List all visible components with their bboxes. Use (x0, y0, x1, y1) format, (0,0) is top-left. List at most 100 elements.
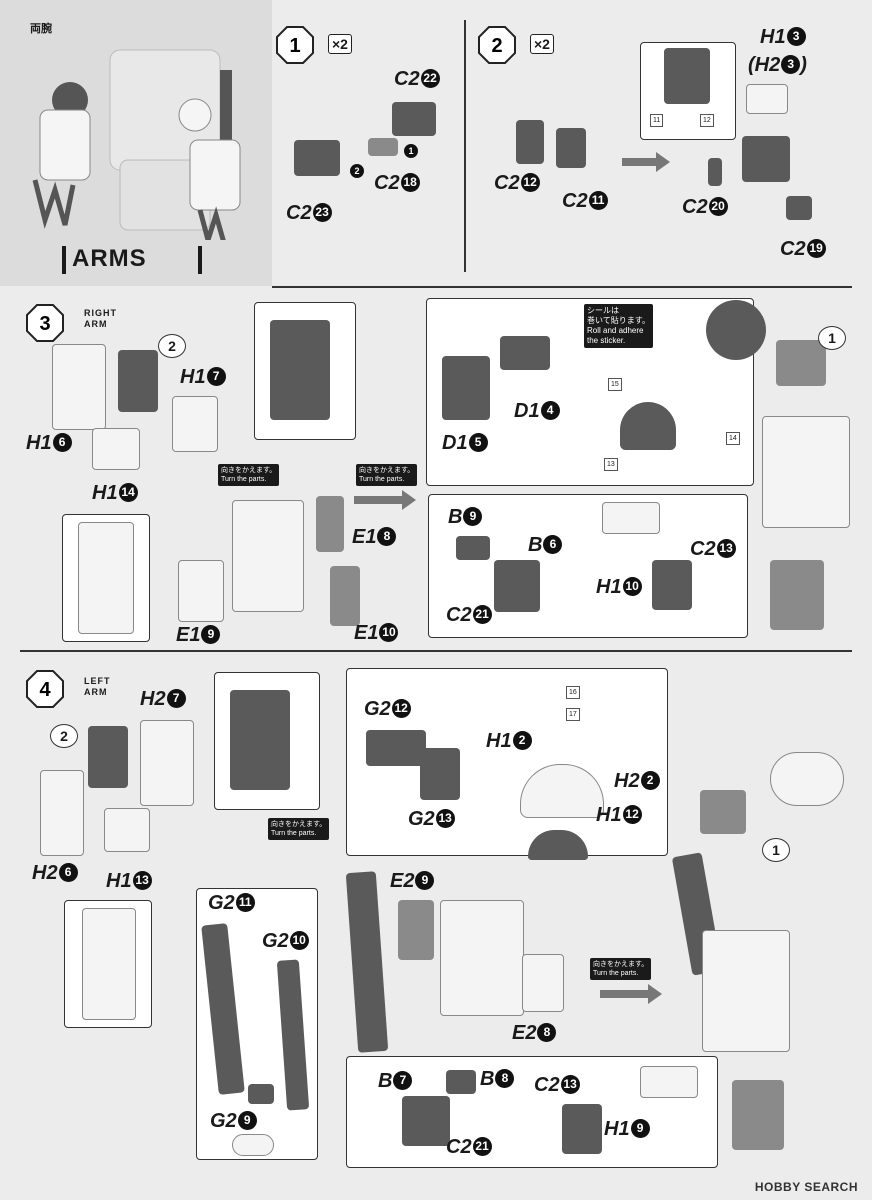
sticker-17: 17 (566, 708, 580, 721)
watermark: HOBBY SEARCH (754, 1180, 858, 1194)
part-c2-12-shape (516, 120, 544, 164)
right-arm-shell-shape (706, 300, 766, 360)
step-3-octagon: 3 (26, 304, 64, 342)
sticker-target-shell (620, 402, 676, 450)
back-view-arm-shape (78, 522, 134, 634)
part-e1-9-shape (178, 560, 224, 622)
svg-text:4: 4 (39, 679, 51, 701)
arms-header-panel: 両腕 ARMS (0, 0, 272, 286)
order-badge-2: 2 (350, 164, 364, 178)
section-title: ARMS (72, 245, 147, 272)
divider-top-row (272, 286, 852, 288)
left-sub-assembly-2-shape (88, 726, 128, 788)
step-1-multiplier: ×2 (328, 34, 352, 54)
part-h1-6-shape (52, 344, 106, 430)
part-h1-7-shape (172, 396, 218, 452)
left-arm-shell-shape (770, 752, 844, 806)
title-bar-left (62, 246, 66, 274)
left-arm-assembly (702, 930, 790, 1052)
part-g2-13-shape (420, 748, 460, 800)
robot-arms-illustration (32, 49, 241, 240)
step-2-multiplier: ×2 (530, 34, 554, 54)
part-h1-14-shape (92, 428, 140, 470)
part-c2-18-shape (368, 138, 398, 156)
left-hand-sticker-card (640, 1066, 698, 1098)
part-e2-9-shape (398, 900, 434, 960)
inset-left-arm-shape (230, 690, 290, 790)
sticker-11: 11 (650, 114, 664, 127)
step-4-main-assembly (440, 900, 524, 1016)
step-4-octagon: 4 (26, 670, 64, 708)
ref-sub-assembly-1-b: 1 (762, 838, 790, 862)
title-bar-right (198, 246, 202, 274)
step-3-main-assembly (232, 500, 304, 612)
step-4-flow-arrow (600, 984, 662, 1004)
part-b8-shape (446, 1070, 476, 1094)
part-e2-8-shape (522, 954, 564, 1012)
part-c2-20-shape (708, 158, 722, 186)
sticker-15: 15 (608, 378, 622, 391)
inset-arm-shape (270, 320, 330, 420)
turn-tag-3: 向きをかえます。Turn the parts. (268, 818, 330, 840)
section-jp-label: 両腕 (30, 23, 52, 35)
turn-tag-1: 向きをかえます。Turn the parts. (218, 464, 280, 486)
svg-text:2: 2 (491, 35, 502, 57)
left-sub-assembly-1-shape (700, 790, 746, 834)
part-h1-13-shape (104, 808, 150, 852)
sticker-14: 14 (726, 432, 740, 445)
left-hand-shell-dark (528, 830, 588, 860)
turn-tag-2: 向きをかえます。Turn the parts. (356, 464, 418, 486)
part-c2-22-shape (392, 102, 436, 136)
part-d1-4-shape (500, 336, 550, 370)
part-g2-12-shape (366, 730, 426, 766)
step-2-flow-arrow (622, 152, 670, 172)
left-hand-shape (732, 1080, 784, 1150)
order-badge-1: 1 (404, 144, 418, 158)
part-g2-9-shape (248, 1084, 274, 1104)
ref-sub-assembly-2: 2 (158, 334, 186, 358)
step-2-octagon: 2 (478, 26, 516, 64)
part-b7-shape (402, 1096, 450, 1146)
part-d1-5-shape (442, 356, 490, 420)
svg-text:1: 1 (289, 35, 300, 57)
part-h2-6-shape (40, 770, 84, 856)
turn-tag-4: 向きをかえます。Turn the parts. (590, 958, 652, 980)
hand-sticker-card (602, 502, 660, 534)
sticker-12: 12 (700, 114, 714, 127)
sub-assembly-2-shape (118, 350, 158, 412)
